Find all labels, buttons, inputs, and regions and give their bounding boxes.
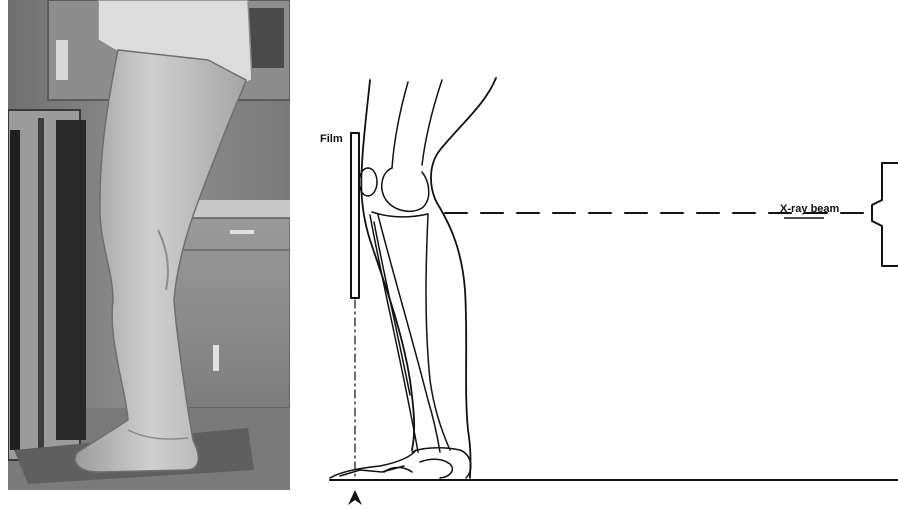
ankle [412,448,471,478]
film-position-arrow [348,490,362,505]
film-cassette-outline [351,133,359,298]
cabinet-window [248,8,284,68]
drawer-handle [230,230,254,234]
foot-dorsum [330,450,416,478]
leg-outline-front [431,78,496,478]
femoral-condyle [382,168,429,211]
cabinet-handle [56,40,68,80]
positioning-photo-image [8,0,290,490]
tibia-back [426,214,450,450]
positioning-photo [8,0,290,490]
film-label: Film [320,133,343,145]
tibia-front [378,215,440,452]
xray-beam-label: X-ray beam [780,203,840,215]
positioning-diagram-svg: Film X-ray beam [300,0,898,510]
femur-anterior [392,82,408,168]
positioning-diagram: Film X-ray beam [300,0,898,510]
xray-tube [872,163,898,266]
film-cassette [56,120,86,440]
door-handle [213,345,219,371]
tibial-plateau [372,212,428,217]
